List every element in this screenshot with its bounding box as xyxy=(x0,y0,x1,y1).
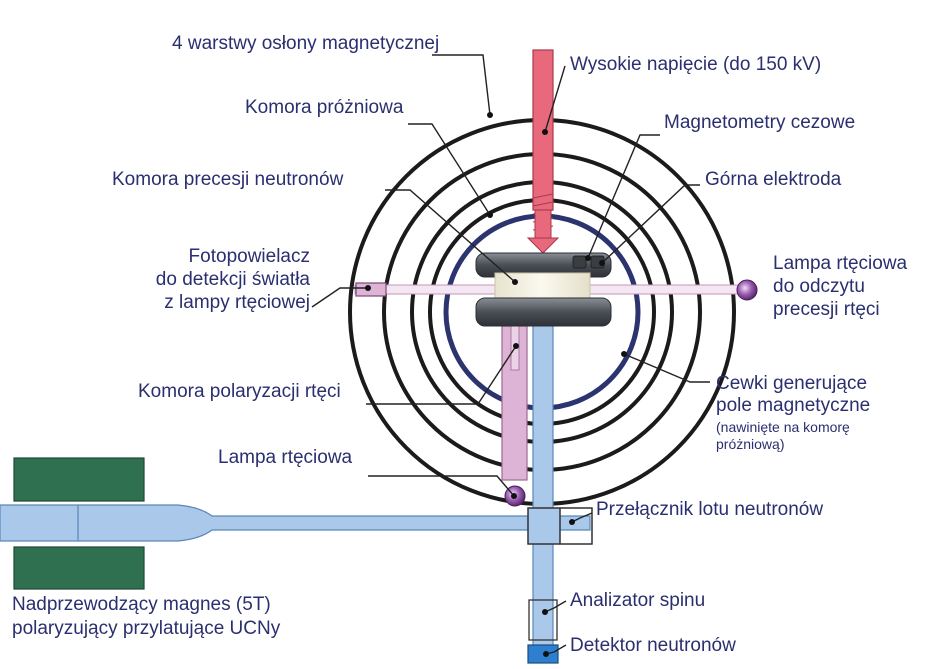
label-coils-note-1: (nawinięte na komorę xyxy=(716,419,850,435)
label-mercury-polarization-chamber: Komora polaryzacji rtęci xyxy=(138,381,341,402)
label-mercury-lamp-readout-2: do odczytu xyxy=(773,276,865,297)
spin-analyzer xyxy=(528,599,558,641)
photomultiplier xyxy=(355,282,387,297)
cesium-magnetometers xyxy=(572,255,605,269)
superconducting-magnet xyxy=(13,457,145,590)
label-supercon-magnet-1: Nadprzewodzący magnes (5T) xyxy=(12,594,271,615)
label-photomultiplier-2: do detekcji światła xyxy=(156,269,311,290)
label-high-voltage: Wysokie napięcie (do 150 kV) xyxy=(570,54,821,75)
label-upper-electrode: Górna elektroda xyxy=(705,169,842,190)
label-shield-layers: 4 warstwy osłony magnetycznej xyxy=(172,33,439,54)
label-mercury-lamp-readout-1: Lampa rtęciowa xyxy=(773,253,908,274)
high-voltage-feedthrough xyxy=(526,49,560,254)
label-supercon-magnet-2: polaryzujący przylatujące UCNy xyxy=(12,618,281,639)
lower-electrode xyxy=(475,297,612,327)
label-neutron-detector: Detektor neutronów xyxy=(570,635,736,656)
label-coils-2: pole magnetyczne xyxy=(716,395,870,416)
label-vacuum-chamber: Komora próżniowa xyxy=(245,97,404,118)
label-spin-analyzer: Analizator spinu xyxy=(570,590,705,611)
light-path-right xyxy=(587,284,744,295)
label-photomultiplier-3: z lampy rtęciowej xyxy=(164,292,310,313)
label-precession-chamber: Komora precesji neutronów xyxy=(112,169,344,190)
neutron-guide-vertical xyxy=(532,317,554,659)
label-photomultiplier-1: Fotopowielacz xyxy=(189,246,310,267)
flight-switch xyxy=(527,507,593,545)
label-mercury-lamp-readout-3: precesji rtęci xyxy=(773,299,880,320)
label-cesium-magnetometers: Magnetometry cezowe xyxy=(664,112,855,133)
leader-lines xyxy=(311,54,710,657)
neutron-guide-horizontal xyxy=(0,504,591,542)
label-flight-switch: Przełącznik lotu neutronów xyxy=(596,499,823,520)
label-mercury-lamp: Lampa rtęciowa xyxy=(218,447,353,468)
mercury-lamp-readout xyxy=(736,279,758,301)
label-coils-1: Cewki generujące xyxy=(716,373,867,394)
label-coils-note-2: próżniową) xyxy=(716,436,784,452)
